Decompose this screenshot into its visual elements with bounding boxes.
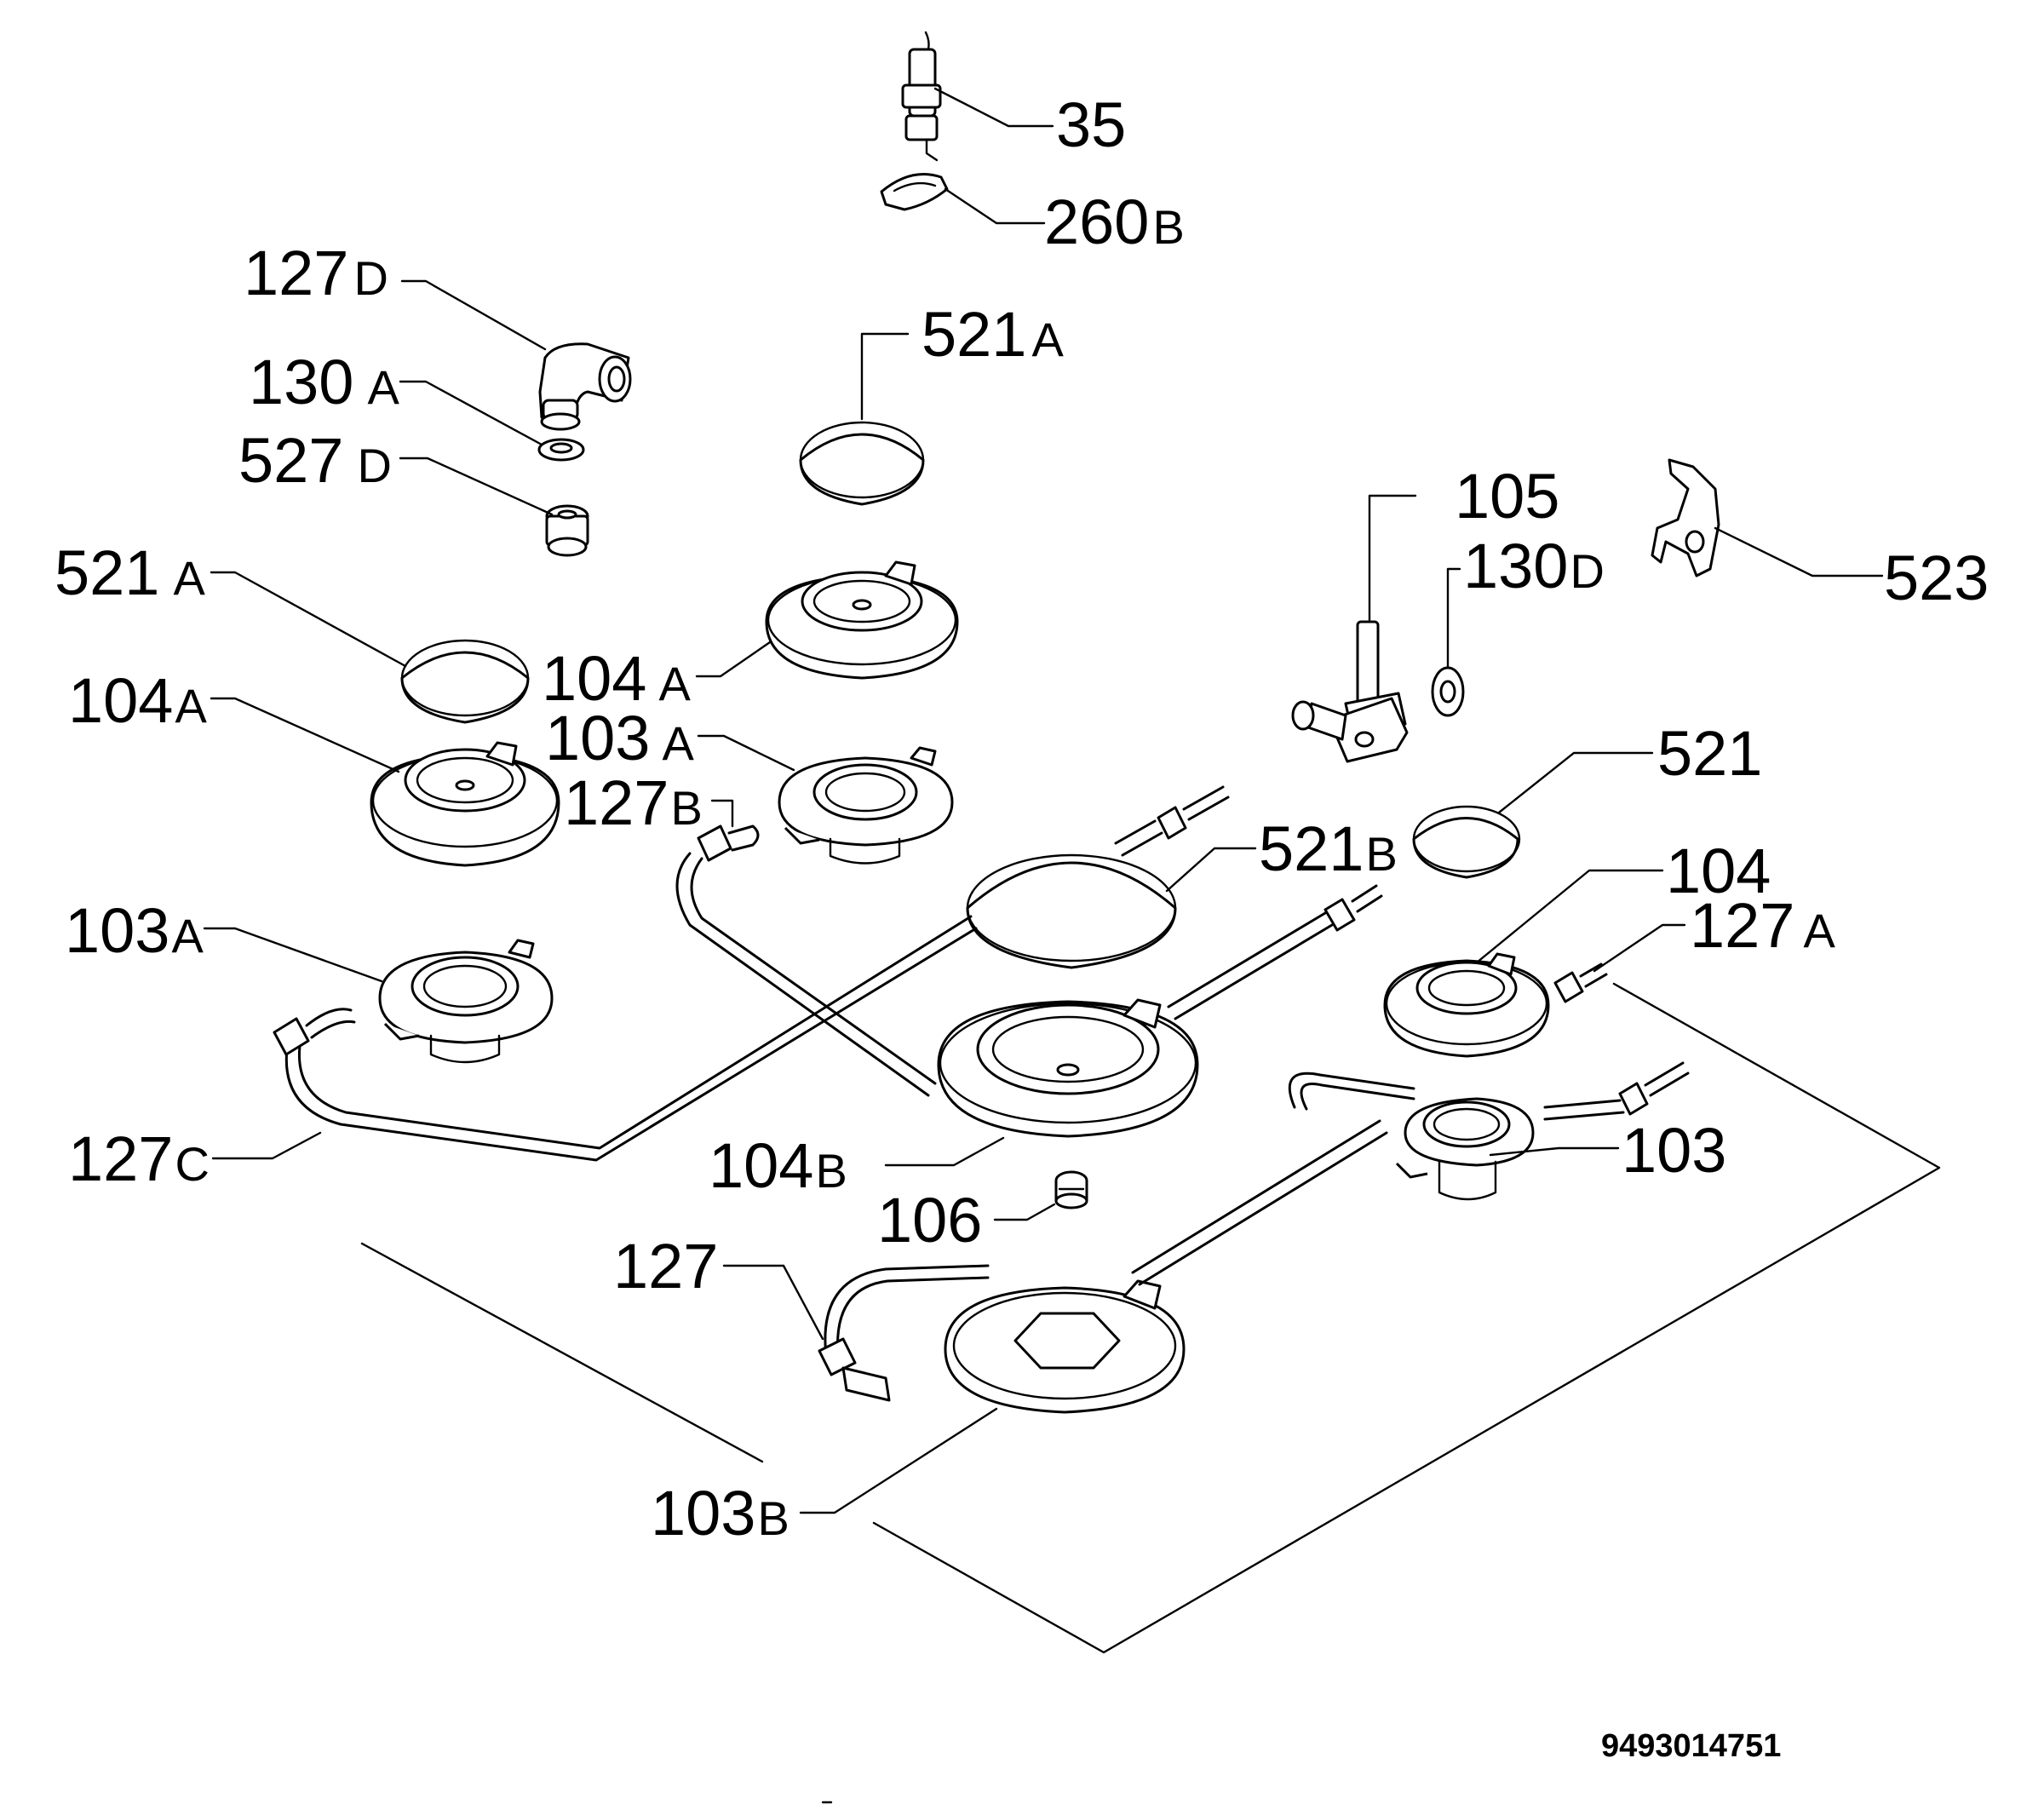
part-label-103: 103 [1622, 1115, 1726, 1186]
part-label-106: 106 [877, 1185, 982, 1255]
washer-part [537, 438, 585, 462]
nut-part [545, 504, 589, 557]
gas-pipes [273, 785, 1690, 1402]
leader-lines [203, 87, 1884, 1514]
part-label-35: 35 [1056, 89, 1126, 160]
elbow-fitting-part [538, 342, 632, 431]
part-label-105: 105 [1455, 461, 1559, 531]
part-label-127: 127 [613, 1231, 718, 1301]
burner-crown-part [937, 998, 1199, 1138]
burner-crown-part [765, 560, 959, 680]
part-label-103a-left: 103A [65, 895, 204, 966]
hob-outline [360, 982, 1941, 1654]
burner-crown-part [1383, 952, 1550, 1058]
burner-base-part [778, 746, 954, 865]
burner-cap-part [1412, 805, 1521, 879]
spark-plug-part [901, 31, 942, 162]
burner-crown-part [370, 741, 560, 867]
burner-cap-part [400, 639, 530, 724]
part-label-127c: 127C [68, 1123, 210, 1194]
injector-part [1054, 1170, 1088, 1209]
burner-base-part [944, 1279, 1186, 1414]
clip-part [880, 173, 949, 211]
part-label-260b: 260B [1044, 187, 1185, 257]
part-label-127b: 127B [564, 767, 703, 838]
part-label-130d: 130D [1463, 531, 1605, 601]
washer-part [1431, 666, 1465, 717]
bracket-part [1651, 458, 1720, 577]
part-label-523: 523 [1884, 543, 1989, 613]
part-label-104a-left: 104A [68, 665, 207, 736]
gas-tap-part [1291, 620, 1409, 763]
part-label-521: 521 [1657, 718, 1762, 789]
part-label-104: 104 [1666, 836, 1771, 906]
burner-base-part [378, 939, 554, 1064]
part-label-104b: 104B [709, 1130, 847, 1201]
burner-cap-part [799, 421, 925, 506]
drawing-code: 9493014751 [1601, 1728, 1781, 1764]
part-label-103b: 103B [651, 1478, 789, 1548]
burner-cap-part [966, 853, 1177, 969]
part-label-521b: 521B [1259, 813, 1398, 884]
burner-base-part [1395, 1097, 1535, 1201]
